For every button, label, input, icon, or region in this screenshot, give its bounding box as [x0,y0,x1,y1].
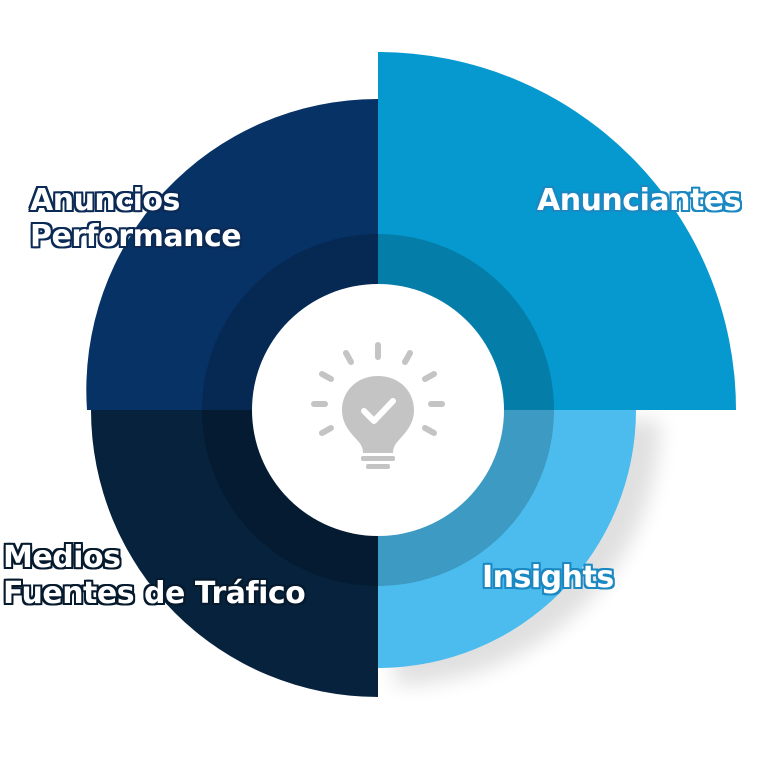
label-insights: Insights [482,560,614,596]
label-anunciantes-line-1: Anunciantes [537,183,742,218]
segment-anunciantes [378,52,736,410]
label-medios-line-2: Fuentes de Tráfico [3,576,306,611]
label-anuncios: Anuncios Performance [30,183,242,255]
label-anuncios-line-1: Anuncios [30,183,180,218]
label-anuncios-line-2: Performance [30,219,242,254]
lightbulb-check-icon [311,342,445,469]
label-anunciantes: Anunciantes [537,183,742,219]
label-medios-line-1: Medios [3,540,121,575]
label-insights-line-1: Insights [482,560,614,595]
label-medios: Medios Fuentes de Tráfico [3,540,306,612]
